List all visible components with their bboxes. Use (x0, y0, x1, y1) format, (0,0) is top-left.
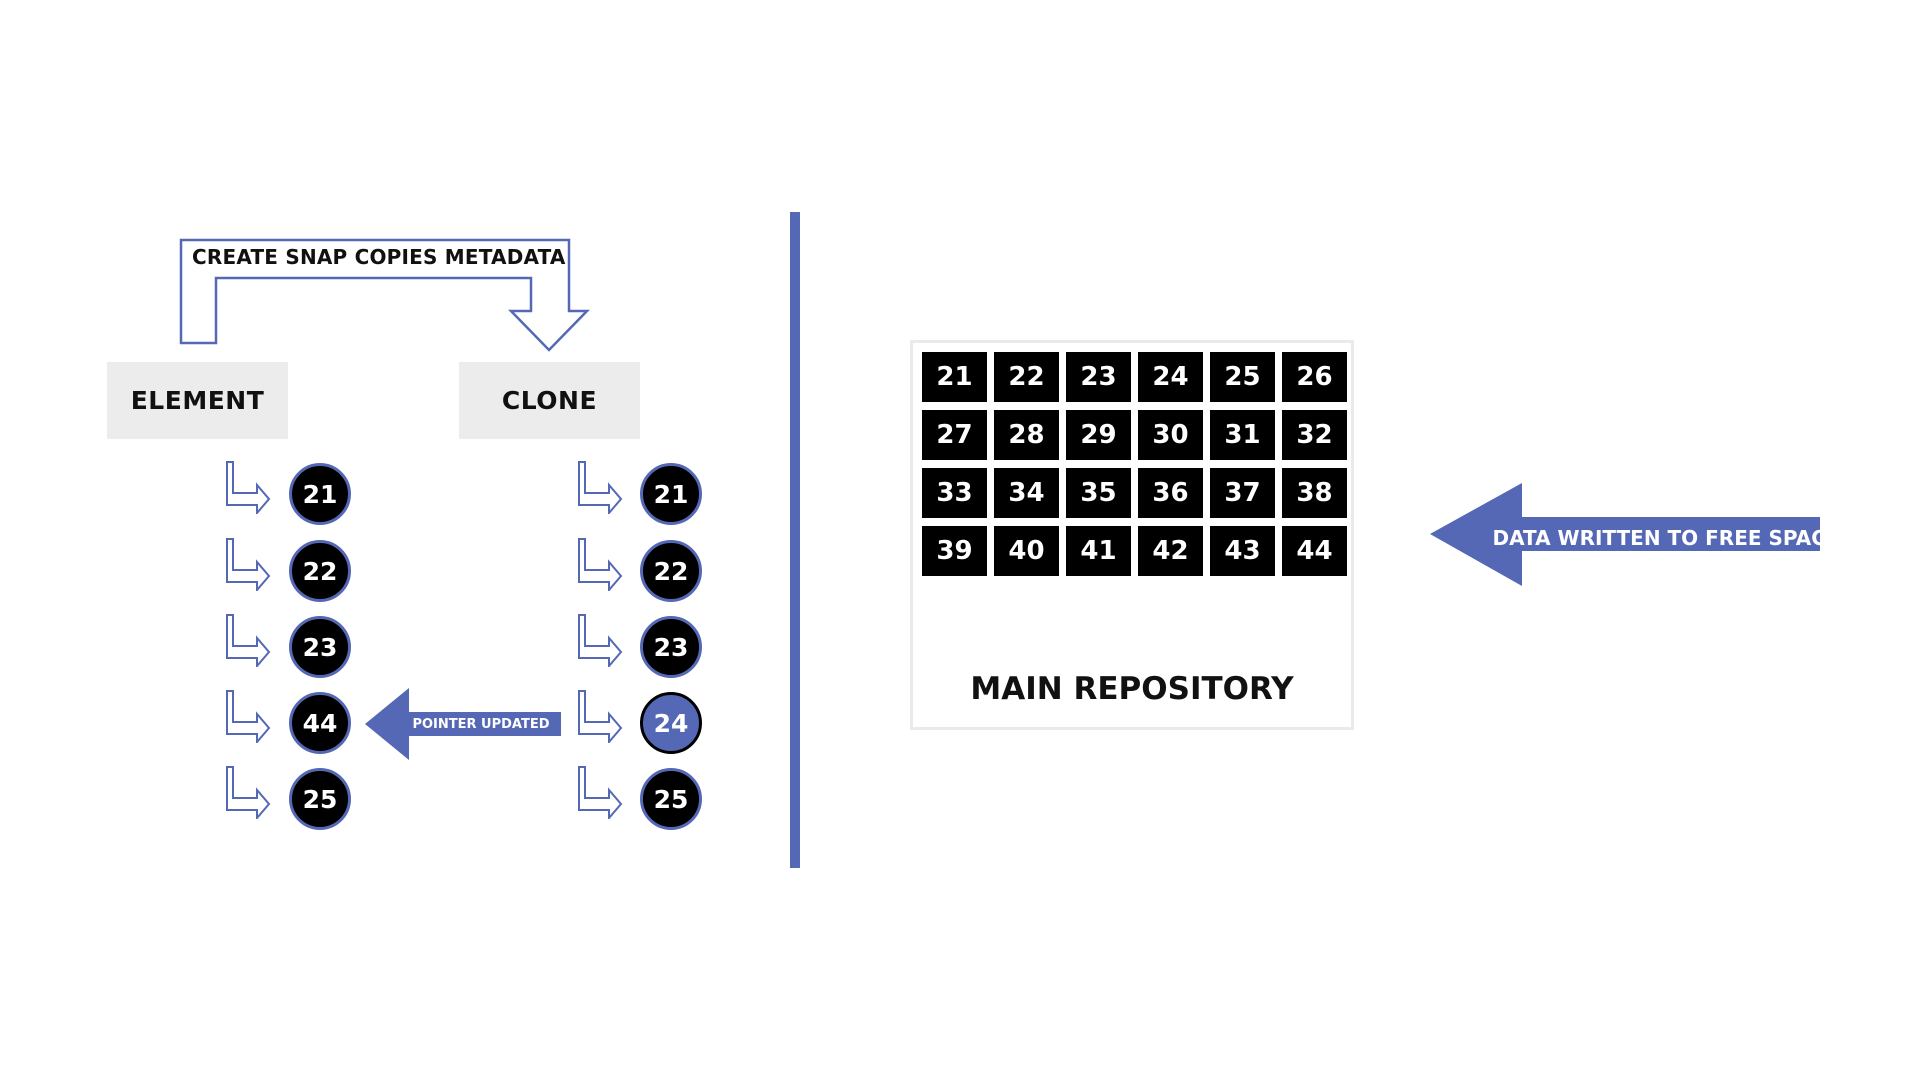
repository-block: 23 (1066, 352, 1131, 402)
repository-block: 38 (1282, 468, 1347, 518)
repository-block: 41 (1066, 526, 1131, 576)
repository-block: 26 (1282, 352, 1347, 402)
element-node: 25 (289, 768, 351, 830)
section-divider (790, 212, 800, 868)
repository-block: 42 (1138, 526, 1203, 576)
pointer-link-icon (226, 766, 271, 819)
data-written-label: DATA WRITTEN TO FREE SPACE (1492, 526, 1840, 550)
clone-node: 23 (640, 616, 702, 678)
clone-node: 25 (640, 768, 702, 830)
clone-node-updated: 24 (640, 692, 702, 754)
repository-block: 44 (1282, 526, 1347, 576)
repository-block: 36 (1138, 468, 1203, 518)
repository-block: 35 (1066, 468, 1131, 518)
pointer-link-icon (226, 614, 271, 667)
clone-node: 21 (640, 463, 702, 525)
copy-metadata-arrow (179, 238, 590, 352)
repository-block: 37 (1210, 468, 1275, 518)
repository-block: 31 (1210, 410, 1275, 460)
pointer-updated-arrow (365, 688, 561, 760)
repository-block: 25 (1210, 352, 1275, 402)
repository-block: 22 (994, 352, 1059, 402)
repository-block: 39 (922, 526, 987, 576)
element-header: ELEMENT (107, 362, 288, 439)
repository-block: 30 (1138, 410, 1203, 460)
pointer-link-icon (578, 766, 623, 819)
repository-block: 40 (994, 526, 1059, 576)
repository-block: 29 (1066, 410, 1131, 460)
clone-node: 22 (640, 540, 702, 602)
repository-block: 43 (1210, 526, 1275, 576)
repository-block: 32 (1282, 410, 1347, 460)
element-node: 22 (289, 540, 351, 602)
element-node: 23 (289, 616, 351, 678)
pointer-link-icon (226, 538, 271, 591)
element-node: 21 (289, 463, 351, 525)
repository-block: 28 (994, 410, 1059, 460)
repository-block: 33 (922, 468, 987, 518)
repository-label: MAIN REPOSITORY (970, 671, 1294, 707)
pointer-link-icon (578, 614, 623, 667)
clone-header: CLONE (459, 362, 640, 439)
repository-block: 24 (1138, 352, 1203, 402)
pointer-link-icon (226, 690, 271, 743)
element-node: 44 (289, 692, 351, 754)
copy-metadata-label: CREATE SNAP COPIES METADATA (192, 245, 566, 269)
pointer-link-icon (578, 461, 623, 514)
pointer-link-icon (578, 538, 623, 591)
repository-block: 34 (994, 468, 1059, 518)
data-written-arrow (1430, 483, 1820, 586)
pointer-link-icon (226, 461, 271, 514)
repository-block: 21 (922, 352, 987, 402)
pointer-link-icon (578, 690, 623, 743)
pointer-updated-label: POINTER UPDATED (412, 716, 550, 732)
repository-block: 27 (922, 410, 987, 460)
